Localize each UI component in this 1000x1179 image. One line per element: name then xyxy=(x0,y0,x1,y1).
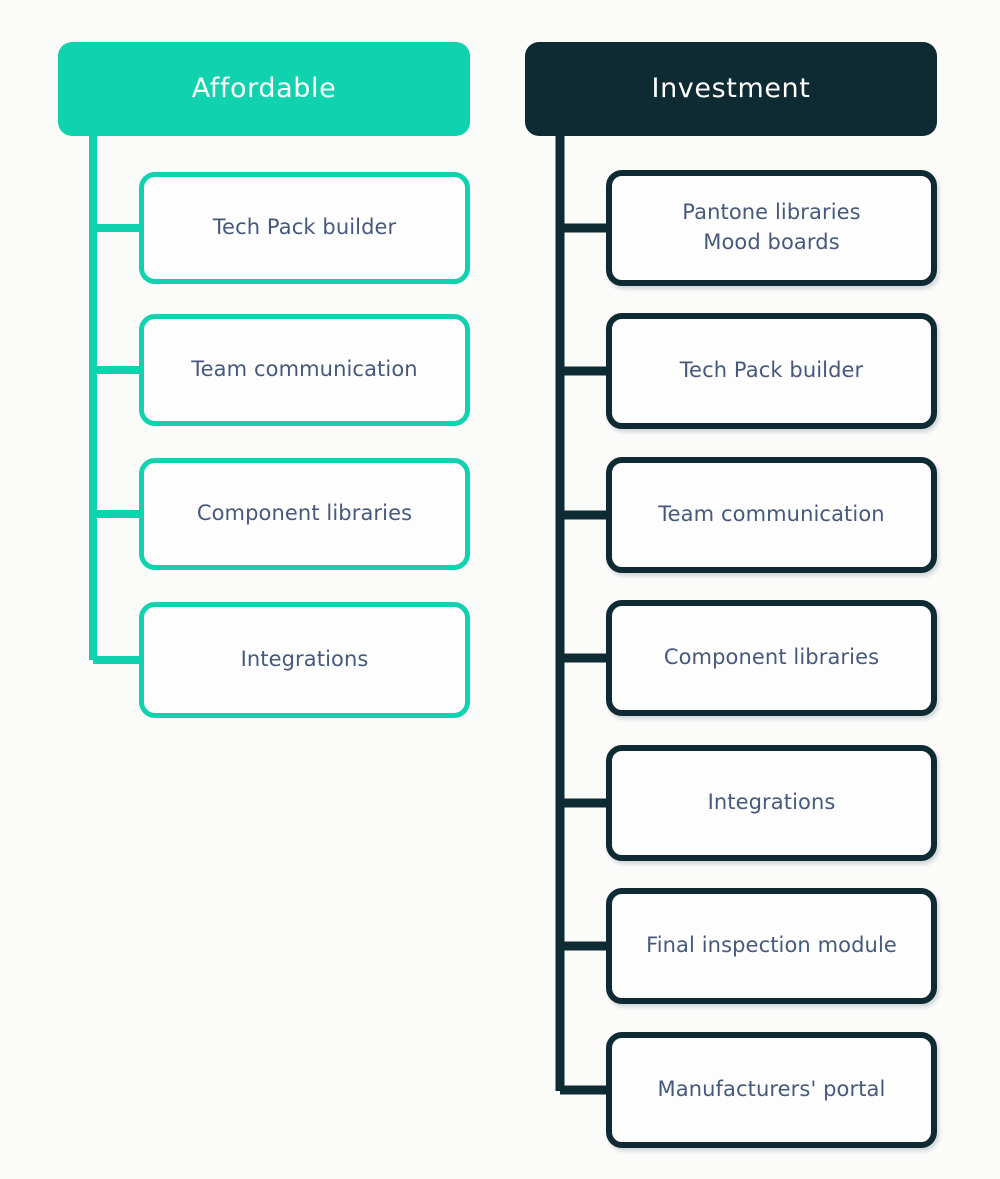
investment-item-3[interactable]: Component libraries xyxy=(606,600,937,716)
column-header-affordable-label: Affordable xyxy=(191,72,337,104)
investment-item-0[interactable]: Pantone libraries Mood boards xyxy=(606,170,937,286)
connector-group-investment xyxy=(555,130,610,1095)
investment-item-1-label: Tech Pack builder xyxy=(679,358,864,383)
investment-item-3-label: Component libraries xyxy=(663,645,880,670)
investment-item-5[interactable]: Final inspection module xyxy=(606,888,937,1004)
investment-item-6[interactable]: Manufacturers' portal xyxy=(606,1032,937,1148)
investment-item-0-line-1: Mood boards xyxy=(703,230,840,254)
affordable-item-2[interactable]: Component libraries xyxy=(139,458,470,570)
investment-item-6-label: Manufacturers' portal xyxy=(657,1077,886,1102)
investment-item-2-label: Team communication xyxy=(658,502,885,527)
affordable-item-2-label: Component libraries xyxy=(196,501,413,526)
connector-group-affordable xyxy=(89,130,142,664)
affordable-item-1-label: Team communication xyxy=(191,357,418,382)
column-header-investment-label: Investment xyxy=(651,72,811,104)
investment-item-4[interactable]: Integrations xyxy=(606,745,937,861)
investment-item-4-label: Integrations xyxy=(707,790,836,815)
column-header-investment[interactable]: Investment xyxy=(525,42,937,136)
investment-item-2[interactable]: Team communication xyxy=(606,457,937,573)
investment-item-1[interactable]: Tech Pack builder xyxy=(606,313,937,429)
affordable-item-0[interactable]: Tech Pack builder xyxy=(139,172,470,284)
investment-item-5-label: Final inspection module xyxy=(646,933,897,958)
affordable-item-3[interactable]: Integrations xyxy=(139,602,470,718)
investment-item-0-label: Pantone libraries Mood boards xyxy=(666,198,876,258)
affordable-item-0-label: Tech Pack builder xyxy=(212,215,397,240)
investment-item-0-line-0: Pantone libraries xyxy=(682,200,861,225)
column-header-affordable[interactable]: Affordable xyxy=(58,42,470,136)
affordable-item-1[interactable]: Team communication xyxy=(139,314,470,426)
affordable-item-3-label: Integrations xyxy=(240,647,369,672)
